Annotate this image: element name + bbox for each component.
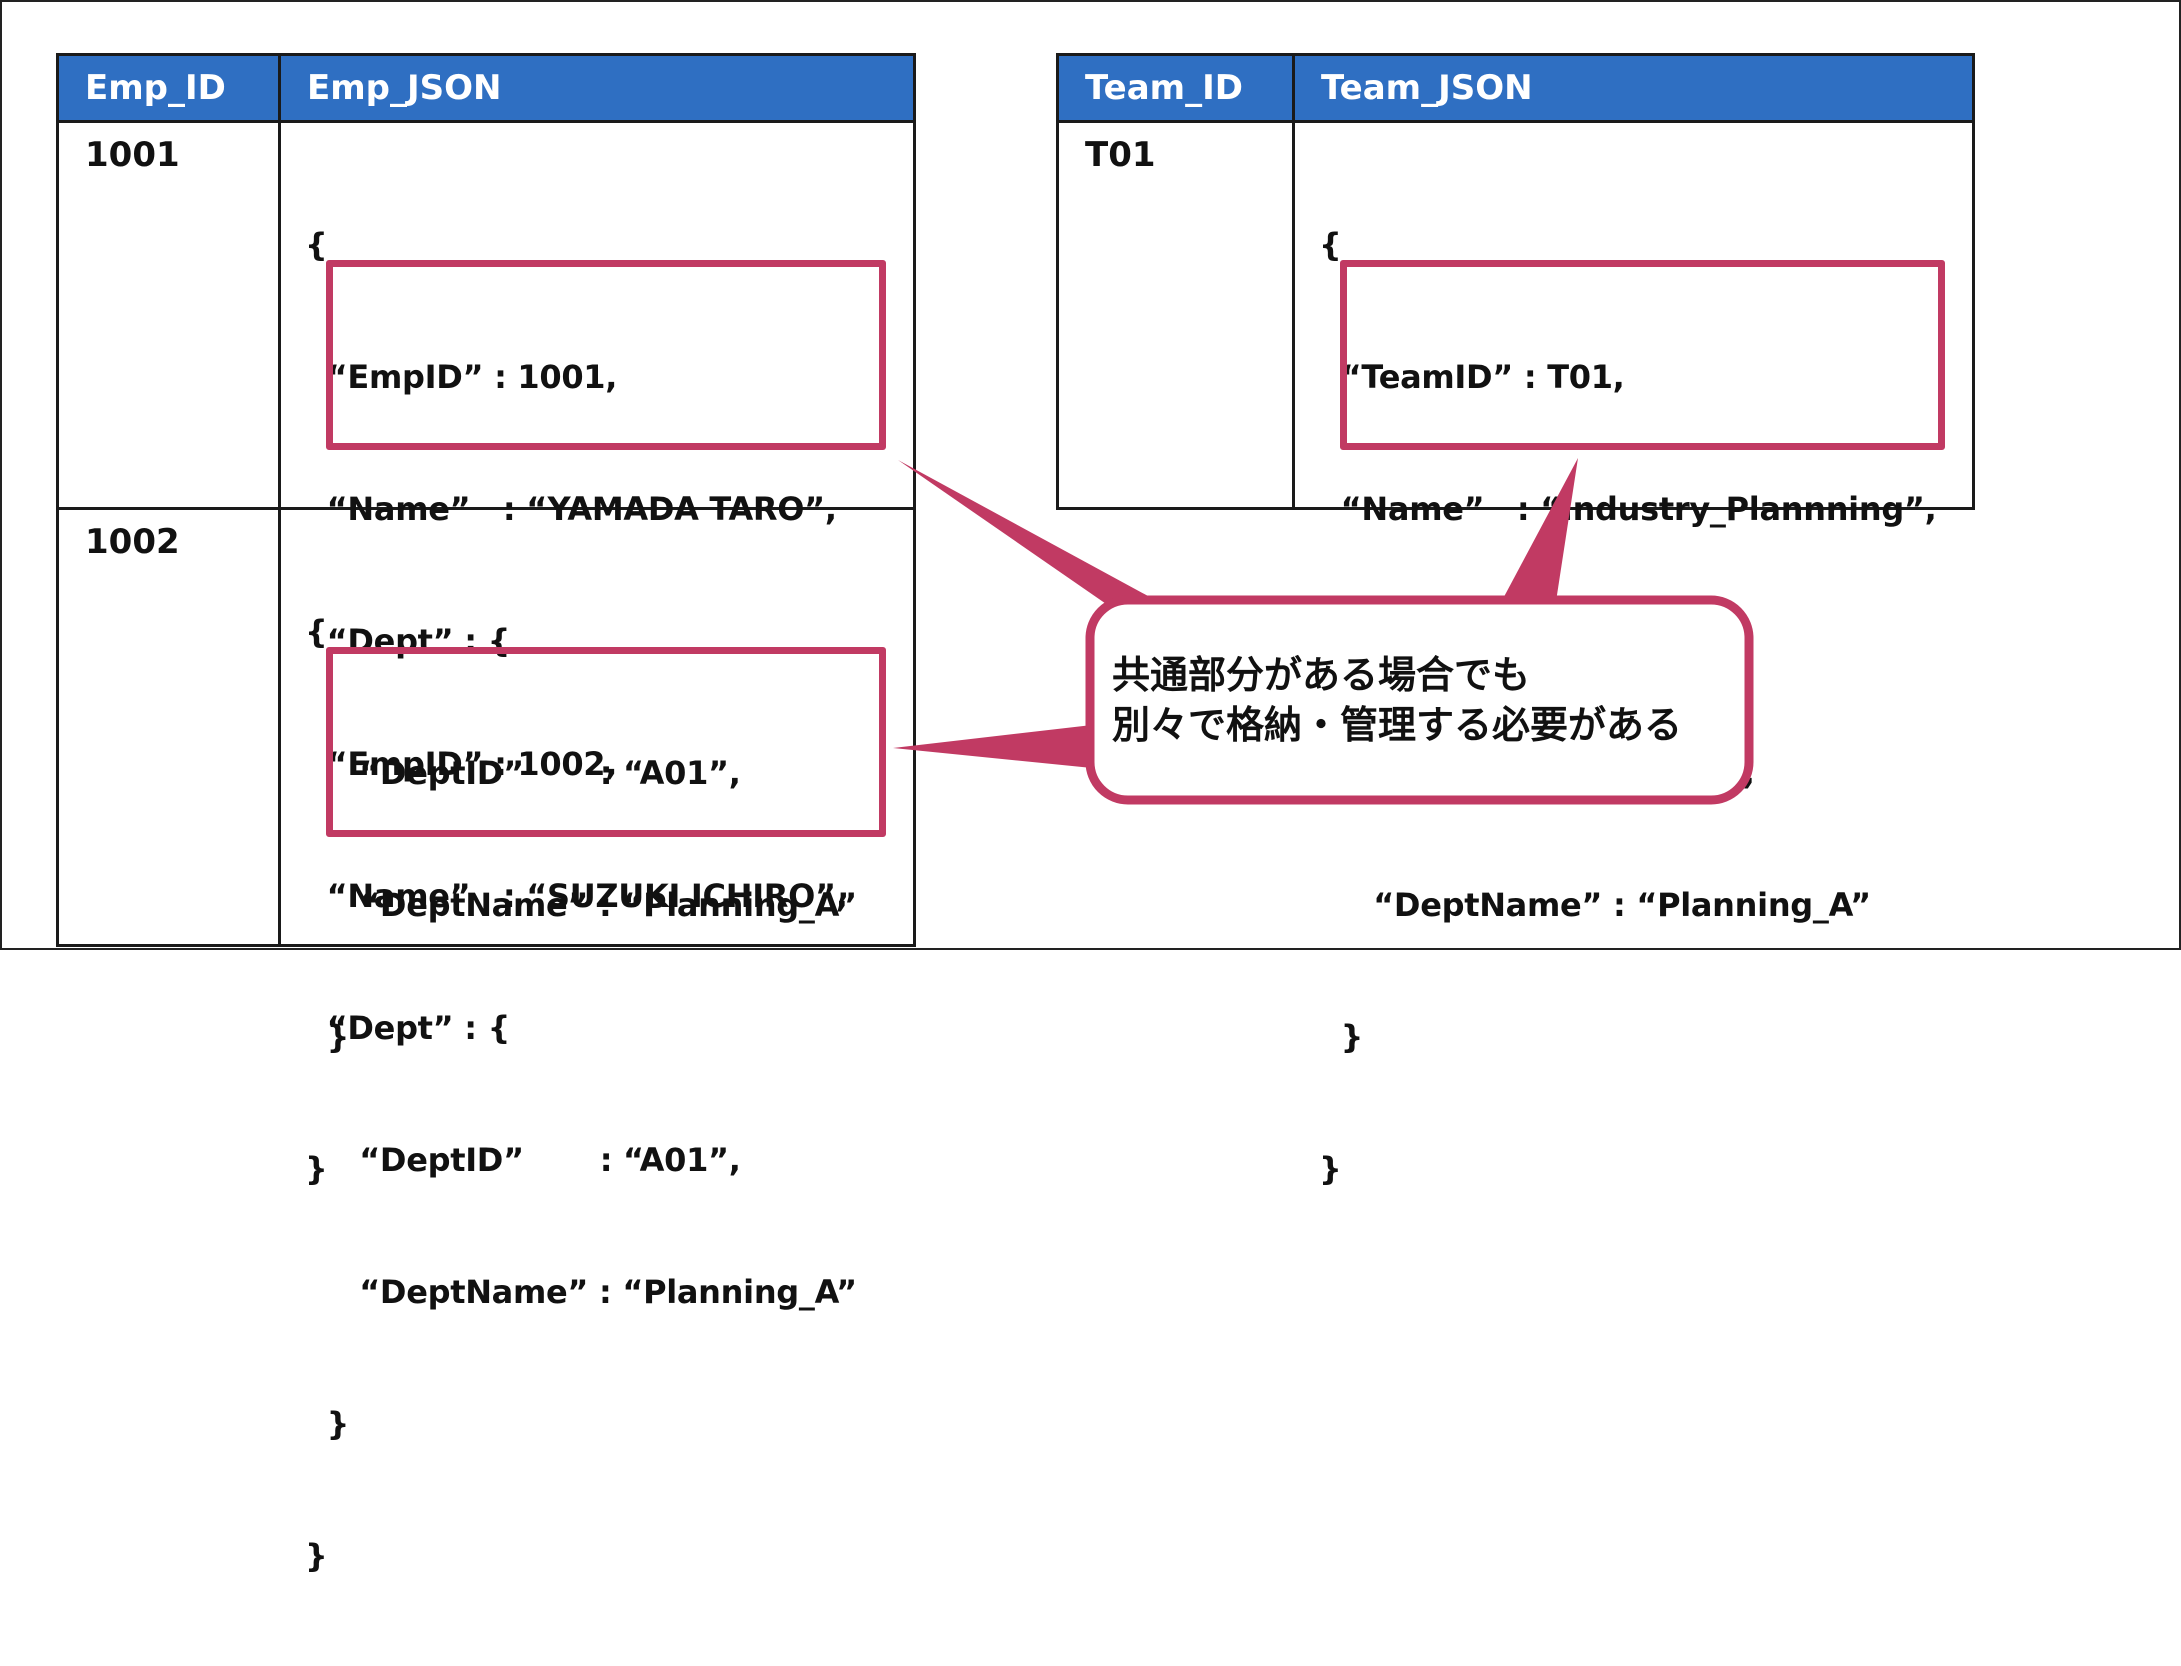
json-line: } [1319, 1018, 1364, 1056]
json-line: } [305, 1405, 350, 1443]
callout-line: 共通部分がある場合でも [1112, 653, 1531, 697]
team-json-header: Team_JSON [1292, 53, 1975, 123]
json-line: } [305, 1537, 328, 1575]
emp-table: Emp_ID Emp_JSON 1001 { “EmpID” : 1001, “… [56, 53, 916, 1575]
json-line: “DeptID” : “A01”, [305, 1141, 741, 1179]
emp-json-cell: { “EmpID” : 1001, “Name” : “YAMADA TARO”… [278, 120, 916, 1188]
dept-highlight-box [326, 647, 886, 837]
emp-json-cell: { “EmpID” : 1002, “Name” : “SUZUKI ICHIR… [278, 507, 916, 1575]
json-line: “Dept” : { [305, 1009, 511, 1047]
json-line: } [1319, 1150, 1342, 1188]
team-id-cell: T01 [1056, 120, 1295, 510]
json-line: “DeptName” : “Planning_A” [1319, 886, 1871, 924]
emp-table-header-row: Emp_ID Emp_JSON [56, 53, 916, 123]
dept-highlight-box [1340, 260, 1945, 450]
json-line: { [305, 226, 328, 264]
dept-highlight-box [326, 260, 886, 450]
json-line: { [305, 613, 328, 651]
json-line: “DeptID” : “A01”, [1319, 754, 1755, 792]
json-line: “EmpID” : 1001, [305, 358, 618, 396]
outer-frame [0, 0, 2181, 950]
table-row: T01 { “TeamID” : T01, “Name” : “Industry… [1056, 120, 1975, 1188]
json-line: “EmpID” : 1002, [305, 745, 618, 783]
emp-json-header: Emp_JSON [278, 53, 916, 123]
json-line: { [1319, 226, 1342, 264]
json-line: “TeamID” : T01, [1319, 358, 1625, 396]
team-table-header-row: Team_ID Team_JSON [1056, 53, 1975, 123]
team-id-header: Team_ID [1056, 53, 1295, 123]
json-line: “Name” : “SUZUKI ICHIRO”, [305, 877, 848, 915]
team-json-cell: { “TeamID” : T01, “Name” : “Industry_Pla… [1292, 120, 1975, 1188]
json-line: “DeptName” : “Planning_A” [305, 1273, 857, 1311]
emp-id-header: Emp_ID [56, 53, 281, 123]
emp-id-cell: 1001 [56, 120, 281, 510]
table-row: 1002 { “EmpID” : 1002, “Name” : “SUZUKI … [56, 507, 916, 1575]
team-table: Team_ID Team_JSON T01 { “TeamID” : T01, … [1056, 53, 1975, 1188]
callout-text: 共通部分がある場合でも 別々で格納・管理する必要がある [1112, 650, 1682, 750]
emp-id-cell: 1002 [56, 507, 281, 947]
callout-line: 別々で格納・管理する必要がある [1112, 703, 1683, 747]
table-row: 1001 { “EmpID” : 1001, “Name” : “YAMADA … [56, 120, 916, 1188]
json-line: “Name” : “Industry_Plannning”, [1319, 490, 1937, 528]
